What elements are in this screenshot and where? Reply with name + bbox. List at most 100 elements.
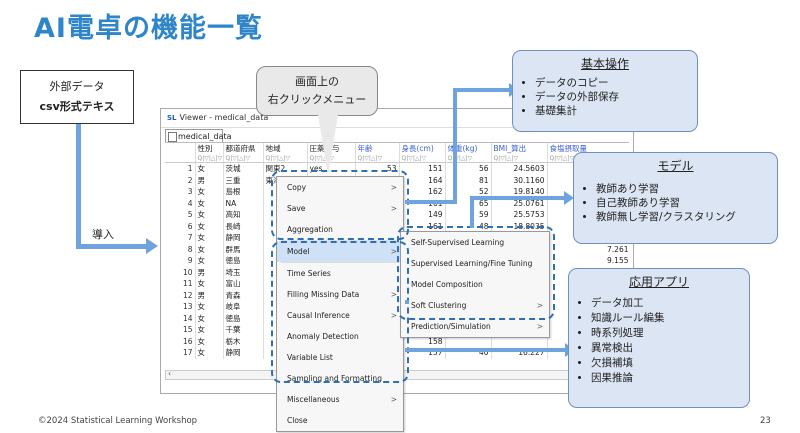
table-cell[interactable]: 19.8140	[491, 186, 548, 198]
menu-item-filling-missing-data[interactable]: Filling Missing Data>	[277, 284, 403, 305]
table-cell[interactable]: 静岡	[223, 347, 264, 359]
table-cell[interactable]: 茨城	[223, 162, 264, 175]
table-cell[interactable]: 女	[195, 186, 224, 198]
table-cell[interactable]: 徳島	[223, 255, 264, 267]
menu-item-label: Soft Clustering	[411, 301, 467, 310]
filter-controls[interactable]: Q|▽|△|▽	[195, 154, 224, 163]
filter-controls[interactable]: Q|▽|△|▽	[399, 154, 446, 163]
table-cell[interactable]: 52	[445, 186, 492, 198]
table-cell[interactable]: 女	[195, 335, 224, 347]
table-cell[interactable]: 40	[445, 347, 492, 359]
table-cell[interactable]: 女	[195, 324, 224, 336]
table-cell[interactable]: 高知	[223, 209, 264, 221]
table-cell[interactable]: 女	[195, 278, 224, 290]
table-cell[interactable]: NA	[223, 197, 264, 209]
table-cell[interactable]: 青森	[223, 289, 264, 301]
filter-controls[interactable]: Q|▽|△|▽	[445, 154, 492, 163]
table-cell[interactable]: 男	[195, 266, 224, 278]
table-cell[interactable]: 151	[399, 162, 446, 175]
table-cell[interactable]: 女	[195, 243, 224, 255]
table-cell[interactable]: 栃木	[223, 335, 264, 347]
table-cell[interactable]: 149	[399, 209, 446, 221]
menu-item-soft-clustering[interactable]: Soft Clustering>	[401, 295, 549, 316]
table-cell[interactable]	[445, 335, 492, 347]
table-cell[interactable]: 千葉	[223, 324, 264, 336]
table-cell[interactable]: 群馬	[223, 243, 264, 255]
table-cell[interactable]: 静岡	[223, 232, 264, 244]
table-cell[interactable]: 岐阜	[223, 301, 264, 313]
table-cell[interactable]: 女	[195, 162, 224, 175]
table-cell[interactable]: 65	[445, 197, 492, 209]
column-header[interactable]: 性別	[195, 143, 224, 154]
table-cell[interactable]: 女	[195, 347, 224, 359]
filter-controls[interactable]: Q|▽|△|▽	[491, 154, 548, 163]
menu-item-copy[interactable]: Copy>	[277, 177, 403, 198]
table-cell[interactable]: 7.261	[547, 243, 629, 255]
menu-item-model-composition[interactable]: Model Composition	[401, 274, 549, 295]
column-header[interactable]: 食塩摂取量	[547, 143, 629, 154]
column-header[interactable]: 体重(kg)	[445, 143, 492, 154]
table-cell[interactable]: 164	[399, 174, 446, 186]
table-cell[interactable]: 女	[195, 301, 224, 313]
table-cell[interactable]	[491, 335, 548, 347]
table-cell[interactable]: 徳島	[223, 312, 264, 324]
menu-item-causal-inference[interactable]: Causal Inference>	[277, 305, 403, 326]
table-cell[interactable]: 157	[399, 347, 446, 359]
table-cell[interactable]: 三重	[223, 174, 264, 186]
filter-row: Q|▽|△|▽ Q|▽|△|▽ Q|▽|△|▽ Q|▽|△|▽ Q|▽|△|▽ …	[165, 154, 629, 163]
filter-controls[interactable]: Q|▽|△|▽	[263, 154, 308, 163]
table-cell[interactable]: 埼玉	[223, 266, 264, 278]
menu-item-sampling-and-formatting[interactable]: Sampling and Formatting	[277, 368, 403, 389]
menu-item-model[interactable]: Model>	[277, 241, 403, 262]
table-cell[interactable]: 16.227	[491, 347, 548, 359]
table-cell[interactable]: 女	[195, 255, 224, 267]
table-cell[interactable]: 59	[445, 209, 492, 221]
table-cell[interactable]: 女	[195, 312, 224, 324]
menu-item-anomaly-detection[interactable]: Anomaly Detection	[277, 326, 403, 347]
table-cell[interactable]: 男	[195, 174, 224, 186]
table-cell[interactable]: 女	[195, 220, 224, 232]
menu-item-label: Time Series	[287, 269, 331, 278]
table-cell[interactable]: 25.0761	[491, 197, 548, 209]
slide-title: AI電卓の機能一覧	[34, 13, 263, 44]
menu-item-aggregation[interactable]: Aggregation	[277, 219, 403, 240]
column-header[interactable]: 身長(cm)	[399, 143, 446, 154]
table-cell[interactable]: 女	[195, 209, 224, 221]
filter-controls[interactable]: Q|▽|△|▽	[355, 154, 400, 163]
table-cell[interactable]: 9.155	[547, 255, 629, 267]
table-cell[interactable]: 162	[399, 186, 446, 198]
table-cell[interactable]: 男	[195, 289, 224, 301]
column-header[interactable]: 地域	[263, 143, 308, 154]
scroll-left-icon[interactable]: ‹	[168, 369, 172, 378]
table-cell[interactable]: 30.1160	[491, 174, 548, 186]
menu-item-label: Save	[287, 204, 306, 213]
rightclick-callout: 画面上の 右クリックメニュー	[256, 66, 378, 116]
basic-ops-title: 基本操作	[580, 57, 629, 71]
table-cell[interactable]: 81	[445, 174, 492, 186]
menu-item-time-series[interactable]: Time Series	[277, 263, 403, 284]
table-cell[interactable]: 富山	[223, 278, 264, 290]
tab-medical-data[interactable]: medical_data	[165, 129, 232, 142]
window-title: Viewer - medical_data	[179, 113, 269, 122]
menu-item-prediction-simulation[interactable]: Prediction/Simulation>	[401, 316, 549, 337]
table-cell[interactable]: 24.5603	[491, 162, 548, 175]
import-label: 導入	[92, 228, 114, 241]
column-header[interactable]: 年齢	[355, 143, 400, 154]
table-cell[interactable]: 158	[399, 335, 446, 347]
menu-item-self-supervised-learning[interactable]: Self-Supervised Learning	[401, 232, 549, 253]
column-header[interactable]: BMI_算出	[491, 143, 548, 154]
column-header[interactable]: 都道府県	[223, 143, 264, 154]
column-header[interactable]	[165, 143, 196, 154]
menu-item-variable-list[interactable]: Variable List	[277, 347, 403, 368]
table-cell[interactable]: 長崎	[223, 220, 264, 232]
menu-item-close[interactable]: Close	[277, 410, 403, 431]
filter-controls[interactable]: Q|▽|△|▽	[223, 154, 264, 163]
menu-item-supervised-learning-fine-tuning[interactable]: Supervised Learning/Fine Tuning	[401, 253, 549, 274]
menu-item-miscellaneous[interactable]: Miscellaneous>	[277, 389, 403, 410]
menu-item-save[interactable]: Save>	[277, 198, 403, 219]
table-cell[interactable]: 25.5753	[491, 209, 548, 221]
table-cell[interactable]: 島根	[223, 186, 264, 198]
table-cell[interactable]: 56	[445, 162, 492, 175]
table-cell[interactable]: 女	[195, 197, 224, 209]
table-cell[interactable]: 女	[195, 232, 224, 244]
